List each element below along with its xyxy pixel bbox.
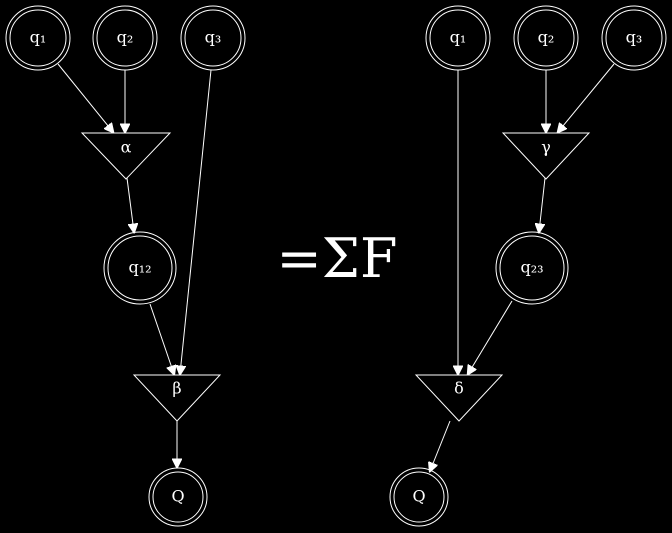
node-left-q2-label: q₂ [117,28,134,47]
node-right-gamma: γ [501,132,591,180]
node-left-q3: q₃ [180,5,246,71]
edge-right-gamma-q23 [539,177,546,232]
node-right-q1-label: q₁ [450,28,467,47]
edge-left-q12-beta [149,303,174,374]
node-right-q3-label: q₃ [626,28,643,47]
node-right-delta: δ [414,374,504,422]
node-right-Q-label: Q [412,487,425,506]
node-left-q12-label: q₁₂ [128,258,151,277]
node-right-q2: q₂ [513,5,579,71]
node-left-beta: β [132,374,222,422]
node-right-gamma-label: γ [541,138,551,157]
equation-label: =ΣF [277,227,398,290]
node-left-Q: Q [148,467,208,527]
node-left-q1: q₁ [5,5,71,71]
edge-right-delta-Q [430,420,451,471]
node-left-alpha-label: α [121,138,132,157]
edge-right-q3-gamma [558,63,615,132]
node-left-alpha: α [80,132,172,180]
node-left-q3-label: q₃ [205,28,222,47]
node-left-q1-label: q₁ [30,28,47,47]
node-left-q12: q₁₂ [103,231,177,305]
node-right-q2-label: q₂ [538,28,555,47]
node-right-q3: q₃ [601,5,667,71]
node-right-q23-label: q₂₃ [520,258,543,277]
edge-left-alpha-q12 [126,177,134,232]
edge-right-q23-delta [468,300,513,374]
node-right-q23: q₂₃ [495,231,569,305]
node-left-beta-label: β [172,379,181,398]
edge-left-q3-beta [180,69,212,374]
node-right-Q: Q [389,467,449,527]
node-left-q2: q₂ [92,5,158,71]
node-right-q1: q₁ [425,5,491,71]
node-left-Q-label: Q [171,487,184,506]
node-right-delta-label: δ [454,379,464,398]
edge-left-q1-alpha [57,63,113,132]
